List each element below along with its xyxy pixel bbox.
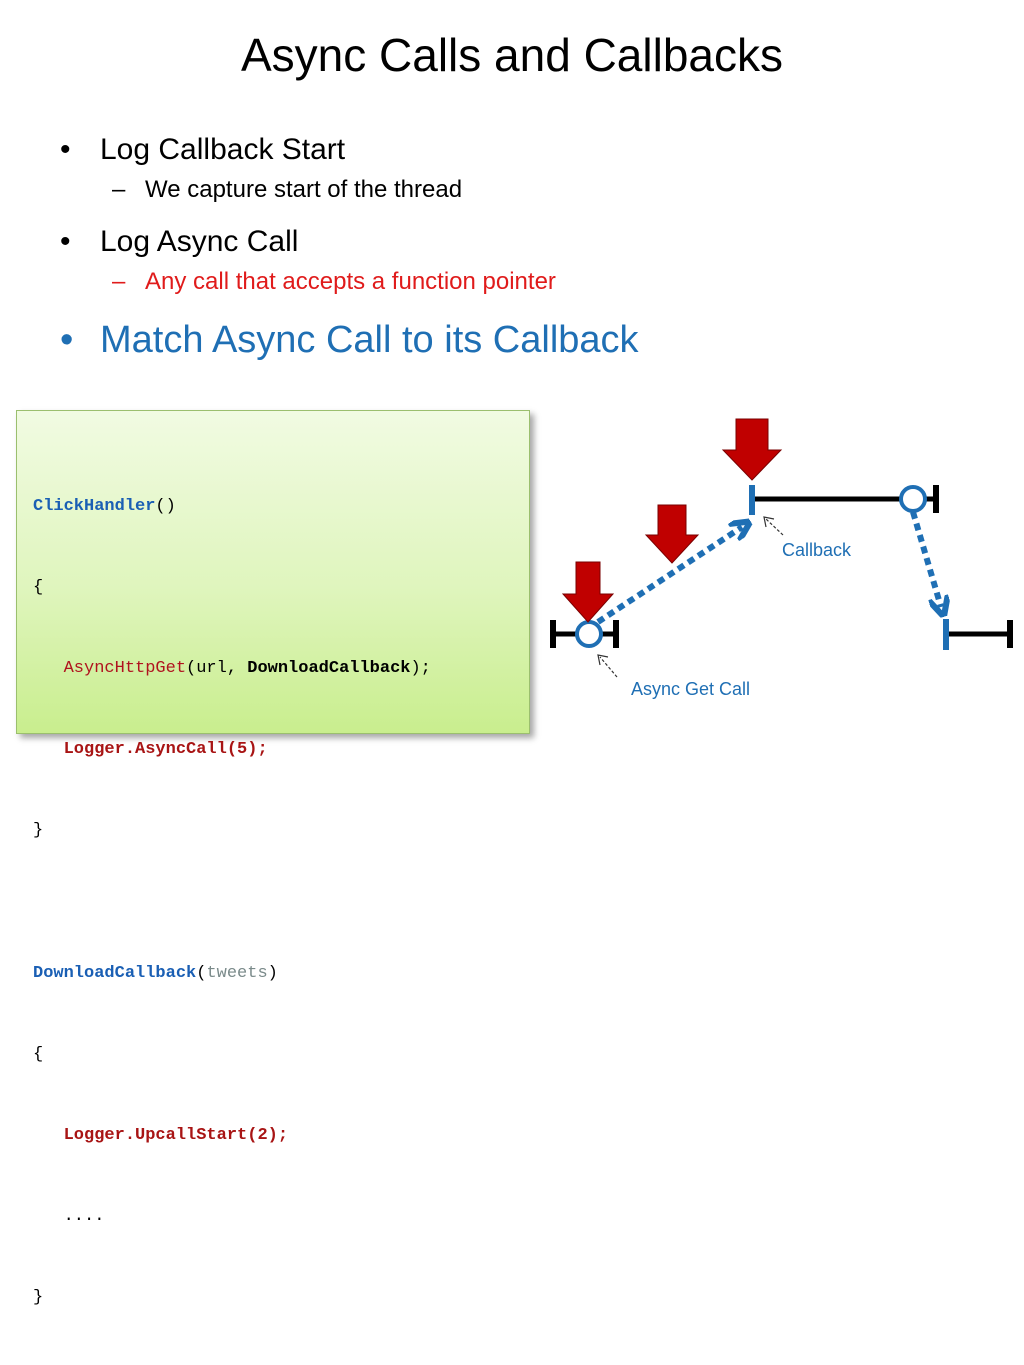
pointer-arrow-icon — [763, 516, 784, 536]
async-call-circle — [575, 620, 603, 648]
code-line: DownloadCallback(tweets) — [33, 960, 431, 987]
code-token: AsyncHttpGet — [63, 659, 187, 678]
code-token: Logger.UpcallStart(2); — [63, 1126, 289, 1145]
code-token: ) — [267, 964, 278, 983]
callback-end-circle — [899, 485, 927, 513]
code-line: .... — [33, 1203, 431, 1230]
dotted-arrow-to-callback — [596, 527, 742, 625]
code-token: tweets — [206, 964, 268, 983]
code-token: DownloadCallback — [247, 659, 411, 678]
code-token: Logger.AsyncCall(5); — [63, 740, 268, 759]
async-get-call-label: Async Get Call — [631, 679, 751, 699]
bullet-text: Match Async Call to its Callback — [100, 319, 639, 361]
code-line: } — [33, 1288, 44, 1307]
async-diagram — [550, 418, 1013, 678]
bullet-text: Log Callback Start — [100, 133, 346, 166]
dotted-arrow-down — [910, 511, 941, 607]
code-line: AsyncHttpGet(url, DownloadCallback); — [33, 655, 431, 682]
code-line: Logger.AsyncCall(5); — [33, 736, 431, 763]
slide-title: Async Calls and Callbacks — [240, 29, 783, 81]
bullet-dot: • — [60, 133, 71, 166]
code-token: ); — [410, 659, 431, 678]
code-line: } — [33, 821, 44, 840]
sub-bullet-text: Any call that accepts a function pointer — [145, 268, 556, 295]
code-token: ClickHandler — [33, 497, 156, 516]
red-down-arrow-icon — [644, 504, 700, 564]
code-line: { — [33, 1045, 44, 1064]
code-line: ClickHandler() — [33, 493, 431, 520]
dash-marker: – — [112, 176, 126, 203]
red-down-arrow-icon — [721, 418, 783, 481]
dash-marker: – — [112, 268, 126, 295]
code-line: { — [33, 578, 44, 597]
code-token: () — [155, 497, 176, 516]
code-token: ( — [196, 964, 207, 983]
sub-bullet-text: We capture start of the thread — [145, 176, 463, 203]
code-token: DownloadCallback — [33, 964, 197, 983]
callback-label: Callback — [782, 540, 852, 560]
code-line: Logger.UpcallStart(2); — [33, 1122, 431, 1149]
code-box: ClickHandler() { AsyncHttpGet(url, Downl… — [16, 410, 530, 1307]
red-down-arrow-icon — [561, 561, 615, 623]
code-token: (url, — [186, 659, 248, 678]
bullet-dot: • — [60, 319, 74, 361]
pointer-arrow-icon — [597, 654, 618, 678]
code-token: .... — [63, 1207, 105, 1226]
bullet-dot: • — [60, 225, 71, 258]
timeline-third — [943, 619, 1013, 650]
bullet-text: Log Async Call — [100, 225, 299, 258]
